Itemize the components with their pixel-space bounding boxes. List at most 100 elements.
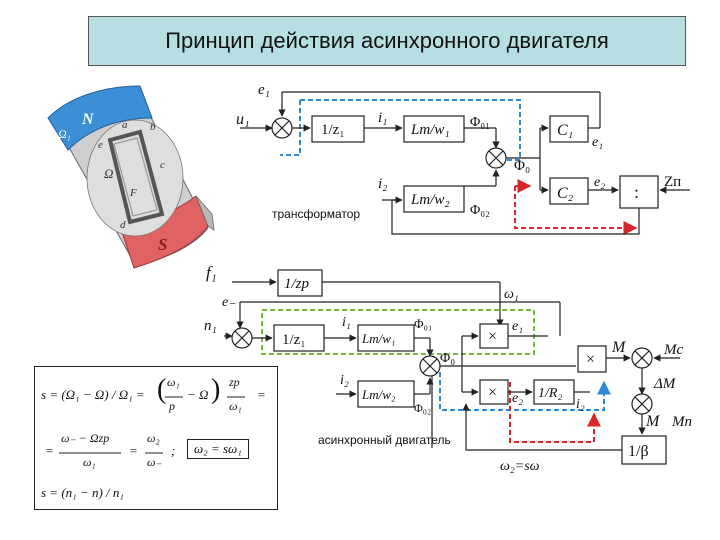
formula-line2-den2: ω₋: [147, 455, 162, 469]
block-c2: [549, 177, 589, 205]
block-c1: [549, 115, 589, 143]
formula-paren-right: ): [211, 374, 221, 405]
south-label: S: [158, 235, 167, 254]
label-m: M: [611, 339, 627, 356]
label-block-lm-w2: Lm/w₂: [410, 192, 450, 208]
block-mult2: [479, 379, 509, 405]
formula-line2-den1: ω₁: [83, 455, 96, 469]
north-label: N: [81, 111, 95, 128]
omega1-label: Ω₁: [58, 127, 71, 141]
label-u1: u₁: [236, 111, 250, 128]
label-phi02: Φ₀₂: [470, 203, 490, 218]
label-block-lm-w1-b: Lm/w₁: [361, 331, 395, 346]
label-dm: ΔM: [653, 376, 677, 392]
motor-illustration: N S Ω₁ Ω a b c d e F: [47, 85, 215, 269]
rotor-mark-b: b: [150, 121, 156, 133]
formula-line1-num2: zp: [229, 375, 240, 389]
label-e-top: e₋: [222, 295, 236, 310]
label-i1-b: i₁: [342, 315, 351, 330]
block-divide: [619, 175, 659, 209]
label-e2: e₂: [594, 175, 605, 190]
label-phi01-b: Φ₀₁: [414, 316, 433, 331]
label-m2: M: [645, 413, 661, 430]
label-phi0: Φ₀: [514, 158, 530, 174]
block-lm-w2-b: [357, 380, 415, 408]
label-i1: i₁: [378, 110, 387, 126]
caption-async-motor: асинхронный двигатель: [318, 433, 451, 447]
label-mc: Mc: [663, 342, 683, 358]
rotor-mark-a: a: [122, 119, 128, 131]
formula-line2-semi: ;: [171, 443, 176, 458]
motor-diagram: [224, 269, 680, 465]
rotor-core: [86, 119, 184, 237]
rotor-coil: [107, 129, 165, 225]
label-omega1: ω₁: [504, 287, 519, 302]
transformer-diagram: [240, 91, 690, 235]
label-mn: Mп: [671, 414, 692, 430]
formula-line1-num1: ω₁: [167, 375, 180, 389]
formula-paren-left: (: [157, 374, 167, 405]
formula-line1-den1: p: [169, 399, 175, 413]
block-r2: [533, 379, 575, 405]
label-block-z1: 1/z₁: [321, 122, 345, 138]
formula-line1-lhs: s = (Ω₁ − Ω) / Ω₁ =: [41, 387, 145, 402]
block-lm-w1: [403, 115, 465, 143]
formula-line2-num2: ω₂: [147, 431, 160, 445]
dashed-blue-loop: [300, 99, 521, 167]
formula-line2-eq2: =: [129, 443, 138, 458]
dashed-blue-bottom: [439, 372, 611, 411]
label-zn: Zп: [664, 174, 681, 190]
formula-line1-mid: − Ω: [187, 387, 209, 402]
formula-line1-eq: =: [257, 387, 266, 402]
title-box: Принцип действия асинхронного двигателя: [88, 16, 686, 66]
north-pole: [47, 85, 153, 151]
stator-side-right: [195, 195, 215, 231]
caption-transformer: трансформатор: [272, 207, 360, 221]
rotor-mark-c: c: [160, 159, 165, 171]
label-block-zp: 1/zp: [284, 276, 310, 292]
label-block-r2: 1/R₂: [538, 386, 562, 401]
block-lm-w1-b: [357, 324, 415, 352]
formula-line1-den2: ω₁: [229, 399, 242, 413]
formula-line3: s = (n₁ − n) / n₁: [41, 485, 124, 500]
label-block-z1-b: 1/z₁: [282, 332, 306, 348]
label-block-beta: 1/β: [628, 443, 649, 460]
label-i2: i₂: [378, 176, 387, 192]
label-e1-out: e₁: [592, 135, 603, 150]
formula-fraction-bars: [59, 396, 245, 454]
rotor-mark-e: e: [98, 139, 103, 151]
formula-line2-boxed: ω₂ = sω₁: [187, 439, 249, 459]
block-zp: [277, 269, 323, 297]
label-phi02-b: Φ₀₂: [414, 401, 431, 415]
formula-line2-eq: =: [45, 443, 54, 458]
block-z1-b: [273, 324, 325, 352]
block-beta: [621, 435, 667, 465]
label-e2-b: e₂: [512, 391, 523, 406]
label-phi0-b: Φ₀: [440, 351, 455, 366]
block-z1: [311, 115, 365, 143]
rotor-mark-f: F: [129, 187, 137, 199]
label-block-c1: C₁: [557, 122, 573, 139]
rotor-mark-d: d: [120, 219, 126, 231]
label-n1: n₁: [204, 318, 217, 334]
label-omega2: ω₂=sω: [500, 459, 540, 474]
label-phi01: Φ₀₁: [470, 115, 490, 130]
block-mult1: [479, 323, 509, 349]
label-mult2: ×: [488, 384, 497, 401]
formula-line2-num1: ω₋ − Ωzp: [61, 431, 110, 445]
block-lm-w2: [403, 185, 465, 213]
dashed-blue-in: [280, 100, 301, 156]
label-block-c2: C₂: [557, 185, 574, 202]
block-mult3: [577, 345, 607, 373]
label-block-lm-w1: Lm/w₁: [410, 122, 450, 138]
formula-box: s = (Ω₁ − Ω) / Ω₁ = ω₁ p ( − Ω ) zp ω₁ =…: [34, 366, 278, 510]
label-f1: f₁: [206, 263, 217, 282]
label-e1-feedback: e₁: [258, 82, 270, 98]
dashed-green-box: [261, 309, 535, 355]
page-title: Принцип действия асинхронного двигателя: [165, 28, 609, 53]
label-mult3: ×: [586, 351, 595, 368]
label-i2-out: i₂: [576, 397, 585, 412]
rotor-coil-inner: [113, 137, 158, 217]
label-block-divide: :: [634, 182, 639, 202]
